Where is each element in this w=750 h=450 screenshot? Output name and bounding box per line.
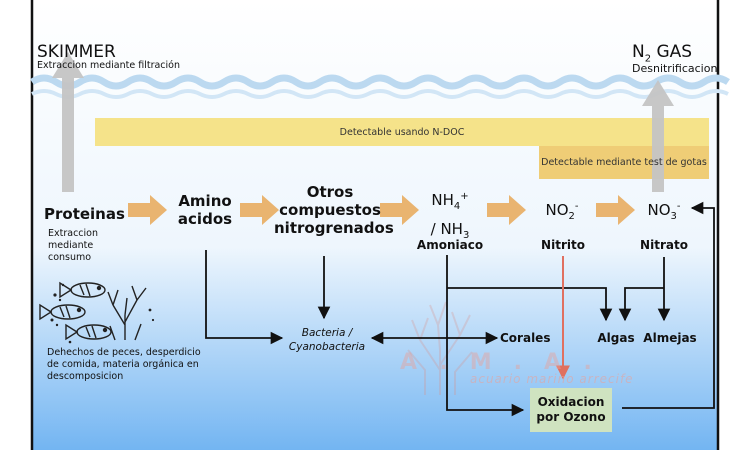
water-surface-wave (30, 74, 730, 90)
otros-node: Otros compuestos nitrogrenados (274, 183, 394, 237)
ndoc-band (95, 118, 709, 146)
arrow-nitrato-to-algas (618, 287, 664, 322)
orange-arrow-nh4-no2 (487, 195, 526, 225)
fish-icon (59, 281, 106, 299)
skimmer-title: SKIMMER (37, 42, 116, 62)
watermark-text: acuario marino arrecife (470, 372, 634, 386)
ndoc-band-label: Detectable usando N-DOC (339, 126, 465, 138)
arrow-amoniaco-to-algas (447, 287, 613, 322)
no3-node: NO3- (647, 201, 681, 222)
amoniaco-label: Amoniaco (416, 238, 484, 252)
coral-icon (107, 285, 147, 341)
almejas-node: Almejas (643, 331, 697, 345)
skimmer-up-arrow (52, 52, 84, 192)
n2-gas-title: N2 GAS (632, 42, 693, 65)
no2-node: NO2- (545, 201, 579, 222)
arrow-ozono-to-nitrato (622, 201, 715, 409)
water-surface-wave-secondary (31, 89, 729, 99)
ozono-node: Oxidacion por Ozono (536, 395, 606, 424)
waste-note: Dehechos de peces, desperdicio de comida… (47, 347, 201, 382)
corales-node: Corales (500, 331, 551, 345)
watermark-logo: A.M.A. (400, 350, 614, 375)
amino-node: Amino acidos (177, 192, 233, 228)
nitrito-label: Nitrito (541, 238, 585, 252)
orange-arrow-proteinas-amino (128, 195, 167, 225)
orange-arrow-amino-otros (240, 195, 279, 225)
fish-icon (39, 303, 86, 321)
fish-icon (65, 323, 112, 341)
bubbles-icon (50, 283, 155, 344)
algas-node: Algas (597, 331, 635, 345)
test-band (539, 146, 709, 179)
orange-arrow-otros-nh4 (380, 195, 419, 225)
connector-arrows (205, 201, 715, 417)
arrow-amino-to-bacteria (205, 250, 284, 345)
arrow-amoniaco-to-ozono (446, 255, 525, 417)
skimmer-subtitle: Extraccion mediante filtración (37, 60, 180, 71)
n2-gas-subtitle: Desnitrificacion (632, 62, 718, 75)
proteinas-note: Extraccion mediante consumo (48, 228, 98, 263)
n2-gas-up-arrow (642, 80, 674, 192)
nh4-node: NH4+/ NH3 (430, 191, 470, 241)
orange-arrow-no2-no3 (596, 195, 635, 225)
proteinas-node: Proteinas (44, 205, 125, 223)
fish-coral-illustration (39, 281, 155, 344)
bacteria-node: Bacteria / Cyanobacteria (288, 327, 366, 353)
ozono-box-bg (530, 388, 612, 432)
water-body (32, 0, 718, 450)
test-band-label: Detectable mediante test de gotas (541, 157, 707, 168)
nitrato-label: Nitrato (640, 238, 688, 252)
